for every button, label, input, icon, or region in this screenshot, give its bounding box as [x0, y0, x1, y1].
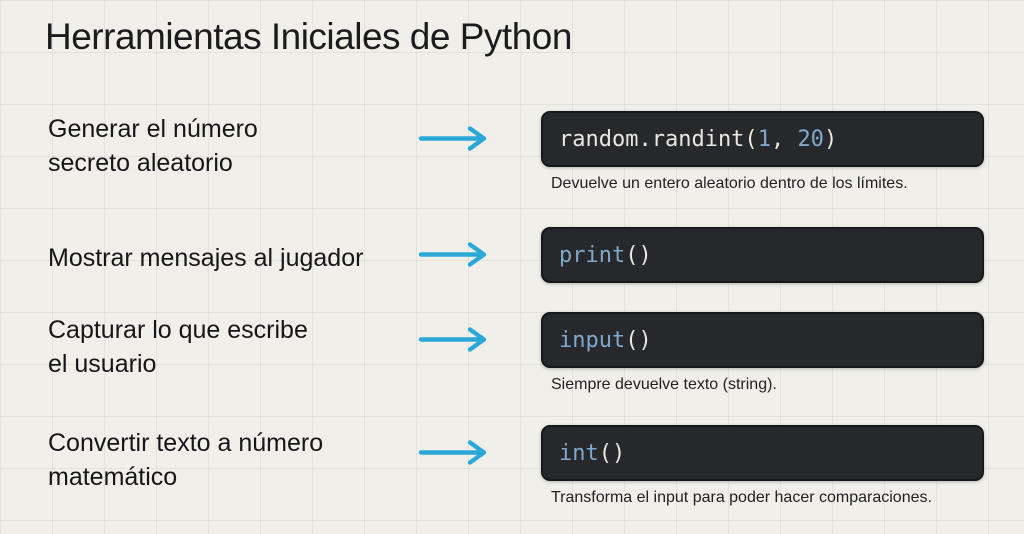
code-text: input()	[559, 327, 652, 353]
arrow-right-icon	[418, 327, 487, 352]
tool-row: Generar el número secreto aleatorio rand…	[0, 111, 1024, 241]
code-text: random.randint(1, 20)	[559, 126, 838, 152]
code-caption: Siempre devuelve texto (string).	[551, 376, 777, 393]
code-text: print()	[559, 242, 652, 268]
tool-label-line: el usuario	[48, 350, 157, 378]
tool-label: Convertir texto a número matemático	[48, 426, 323, 494]
code-caption: Transforma el input para poder hacer com…	[551, 489, 932, 506]
tool-label-line: matemático	[48, 463, 178, 491]
tool-label-line: Generar el número	[48, 115, 258, 143]
tool-label-line: secreto aleatorio	[48, 149, 233, 177]
tool-label-line: Capturar lo que escribe	[48, 316, 308, 344]
tool-label: Mostrar mensajes al jugador	[48, 241, 363, 275]
arrow-right-icon	[418, 440, 487, 465]
code-box: random.randint(1, 20)	[541, 111, 984, 167]
arrow-right-icon	[418, 126, 487, 151]
code-box: print()	[541, 227, 984, 283]
tool-row: Capturar lo que escribe el usuario input…	[0, 312, 1024, 442]
code-text: int()	[559, 440, 626, 466]
code-box: int()	[541, 425, 984, 481]
code-box: input()	[541, 312, 984, 368]
page-title: Herramientas Iniciales de Python	[45, 16, 572, 57]
tool-label: Generar el número secreto aleatorio	[48, 112, 258, 180]
tool-label-line: Convertir texto a número	[48, 429, 324, 457]
tool-label: Capturar lo que escribe el usuario	[48, 313, 308, 381]
arrow-right-icon	[418, 242, 487, 267]
tool-row: Mostrar mensajes al jugador print()	[0, 227, 1024, 357]
tool-row: Convertir texto a número matemático int(…	[0, 425, 1024, 534]
tool-label-line: Mostrar mensajes al jugador	[48, 244, 364, 272]
code-caption: Devuelve un entero aleatorio dentro de l…	[551, 175, 908, 192]
